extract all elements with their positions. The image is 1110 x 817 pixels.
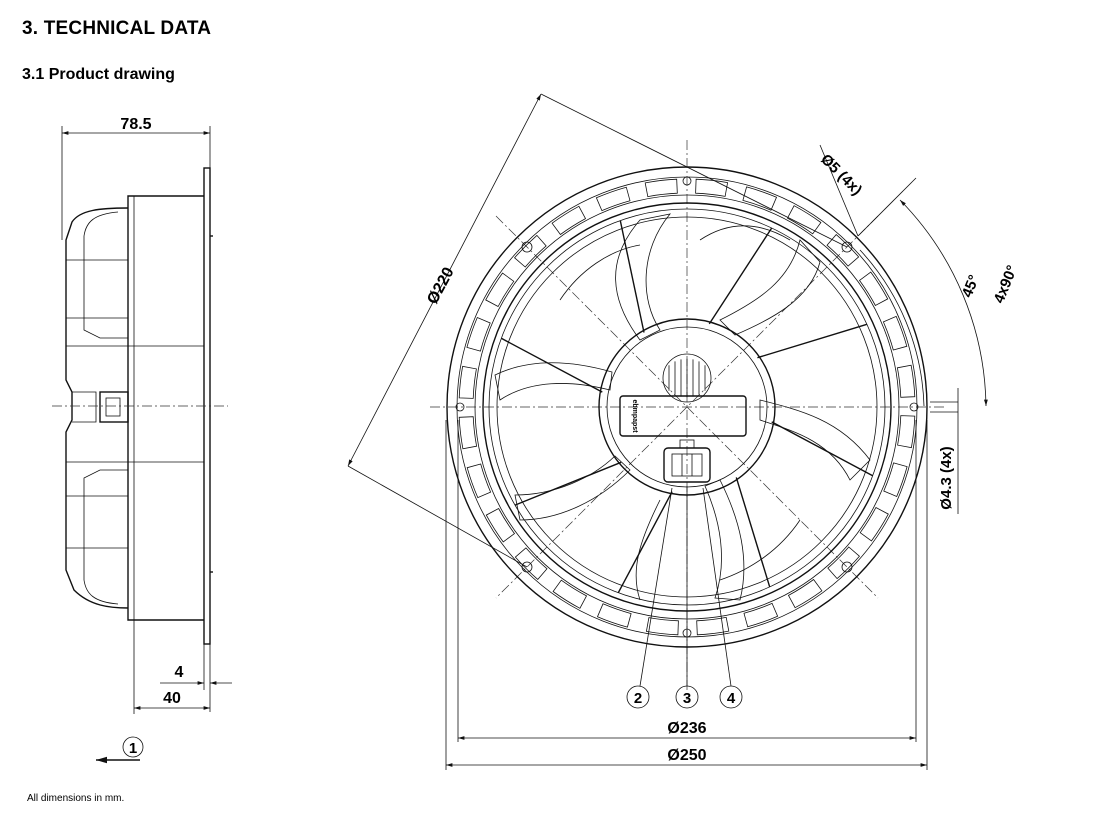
ring-slot [466,463,492,499]
ring-slot [458,416,478,450]
callout-2: 2 [634,690,642,707]
ring-slot [485,507,516,543]
side-housing [127,195,204,621]
subsection-heading: 3.1 Product drawing [22,66,175,83]
ring-slot [552,579,588,609]
hub-vent [662,353,712,403]
strut [514,461,622,506]
ring-slot [859,506,889,542]
ring-slot [742,186,778,211]
callout-1-circle [122,736,144,758]
support-struts [500,220,874,594]
ring-slot [826,234,860,267]
ring-slot [696,616,730,636]
dim-angle-large: 4x90° [991,263,1022,306]
front-view: ebmpapst Ø220 Ø5 (4x) 45° 4x90 [347,93,1022,770]
ring-slot [896,364,916,398]
ring-slot [786,205,822,235]
callout-1: 1 [129,740,137,757]
dim-angle-small: 45° [959,273,983,300]
dim-offset: 40 [163,690,181,707]
ring-slot [827,546,860,580]
callout-3: 3 [683,690,691,707]
ring-slot [695,178,729,197]
ring-slot [485,272,515,308]
dim-hole-side: Ø4.3 (4x) [938,446,955,509]
ring-slot [743,602,779,628]
ring-slot [596,603,632,628]
callout-4: 4 [727,690,736,707]
ring-slot [644,178,678,198]
dim-outer-diameter: Ø250 [667,747,706,764]
strut [500,337,603,393]
ring-slot [897,415,916,449]
strut [617,491,673,594]
strut [771,421,874,477]
ring-slot [595,186,631,212]
ring-slot [514,547,548,580]
ring-slot [645,617,679,636]
side-view: 78.5 4 40 1 [52,116,232,764]
dim-inner-diameter: Ø236 [667,720,706,737]
dim-diagonal: Ø220 [424,265,457,308]
dim-hole-top: Ø5 (4x) [817,151,865,199]
strut [735,477,771,588]
ring-slot [883,462,908,498]
side-connector [99,391,129,423]
impeller-blades [494,213,871,601]
section-heading: 3. TECHNICAL DATA [22,18,212,39]
strut [757,323,868,359]
dim-flange: 4 [175,664,184,681]
ring-slot [858,271,889,307]
ring-slot [882,315,908,351]
strut [619,220,645,333]
ring-slot [787,578,823,609]
dimension-note: All dimensions in mm. [27,793,125,804]
ring-slot [551,205,587,236]
ring-slot [466,316,491,352]
dim-depth: 78.5 [120,116,151,133]
strut [708,227,773,325]
rating-plate [619,395,747,437]
ring-slot [458,365,477,399]
plate-label: ebmpapst [631,399,638,433]
